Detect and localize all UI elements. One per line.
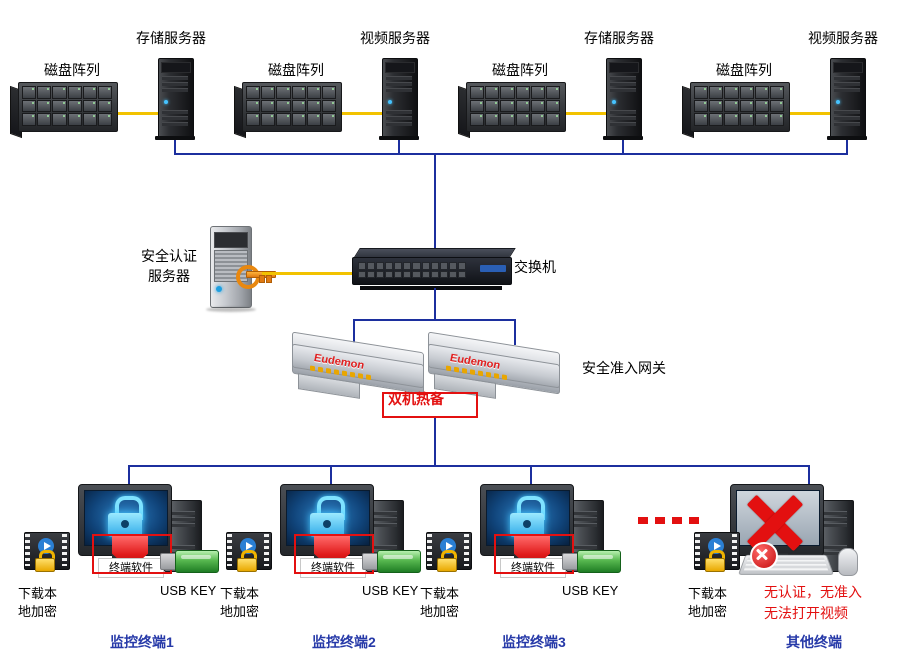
local-encrypt-label-2a: 下载本 <box>220 586 260 601</box>
server-label-3: 存储服务器 <box>584 30 654 46</box>
usb-key-1 <box>160 548 219 574</box>
array-server-link-3 <box>566 112 608 115</box>
disk-array-3 <box>458 78 566 139</box>
terminal-name-1: 监控终端1 <box>110 634 174 650</box>
array-server-link-4 <box>790 112 832 115</box>
top-bus <box>174 153 848 155</box>
terminal-drop-2 <box>330 465 332 489</box>
local-encrypt-icon-2 <box>226 532 272 572</box>
ellipsis-dots <box>638 517 699 524</box>
disk-array-1 <box>10 78 118 139</box>
ha-label: 双机热备 <box>388 391 444 407</box>
local-encrypt-icon-4 <box>694 532 740 572</box>
other-terminal-warning-line1: 无认证，无准入 <box>764 584 862 600</box>
bus-drop-3 <box>622 140 624 154</box>
terminal-drop-1 <box>128 465 130 489</box>
lock-icon-terminal-2 <box>308 496 346 538</box>
security-gateway-1: Eudemon <box>292 331 424 399</box>
local-encrypt-label-3a: 下载本 <box>420 586 460 601</box>
storage-server-1 <box>152 58 198 140</box>
video-server-2 <box>824 58 870 140</box>
server-label-2: 视频服务器 <box>360 30 430 46</box>
auth-server-link <box>262 272 352 275</box>
usb-key-label-1: USB KEY <box>160 583 217 598</box>
security-gateway-2: Eudemon <box>428 331 560 399</box>
usb-key-label-3: USB KEY <box>562 583 619 598</box>
disk-array-label-4: 磁盘阵列 <box>716 62 772 78</box>
gateway-bus <box>353 319 515 321</box>
gateway-drop-left <box>353 319 355 345</box>
switch-icon <box>352 248 516 290</box>
video-server-1 <box>376 58 422 140</box>
mouse-icon <box>838 548 858 576</box>
local-encrypt-label-1a: 下载本 <box>18 586 58 601</box>
local-encrypt-label-2b: 地加密 <box>220 604 260 619</box>
usb-key-label-2: USB KEY <box>362 583 419 598</box>
server-label-1: 存储服务器 <box>136 30 206 46</box>
storage-server-2 <box>600 58 646 140</box>
other-terminal-warning-line2: 无法打开视频 <box>764 605 848 621</box>
auth-server-label-line1: 安全认证 <box>141 248 197 264</box>
bus-to-switch <box>434 153 436 251</box>
disk-array-4 <box>682 78 790 139</box>
disk-array-label-3: 磁盘阵列 <box>492 62 548 78</box>
gateway-downlink <box>434 418 436 466</box>
deny-badge-icon <box>750 542 778 570</box>
local-encrypt-label-4b: 地加密 <box>688 604 728 619</box>
disk-array-label-1: 磁盘阵列 <box>44 62 100 78</box>
lock-icon-terminal-1 <box>106 496 144 538</box>
bus-drop-2 <box>398 140 400 154</box>
ha-bracket <box>382 392 478 418</box>
terminal-bus <box>128 465 808 467</box>
terminal-drop-3 <box>530 465 532 489</box>
server-label-4: 视频服务器 <box>808 30 878 46</box>
blocked-x-icon <box>742 490 808 552</box>
switch-label: 交换机 <box>514 259 556 275</box>
local-encrypt-label-3b: 地加密 <box>420 604 460 619</box>
terminal-name-2: 监控终端2 <box>312 634 376 650</box>
disk-array-label-2: 磁盘阵列 <box>268 62 324 78</box>
switch-downlink <box>434 288 436 320</box>
usb-key-2 <box>362 548 421 574</box>
key-icon <box>236 262 276 289</box>
disk-array-2 <box>234 78 342 139</box>
other-terminal-name: 其他终端 <box>786 634 842 650</box>
gateway-drop-right <box>514 319 516 345</box>
local-encrypt-icon-3 <box>426 532 472 572</box>
terminal-name-3: 监控终端3 <box>502 634 566 650</box>
terminal-drop-4 <box>808 465 810 489</box>
gateway-label: 安全准入网关 <box>582 360 666 376</box>
usb-key-3 <box>562 548 621 574</box>
lock-icon-terminal-3 <box>508 496 546 538</box>
array-server-link-2 <box>342 112 384 115</box>
local-encrypt-icon-1 <box>24 532 70 572</box>
local-encrypt-label-4a: 下载本 <box>688 586 728 601</box>
array-server-link-1 <box>118 112 160 115</box>
bus-drop-1 <box>174 140 176 154</box>
auth-server-label-line2: 服务器 <box>148 268 190 284</box>
bus-drop-4 <box>846 140 848 154</box>
local-encrypt-label-1b: 地加密 <box>18 604 58 619</box>
